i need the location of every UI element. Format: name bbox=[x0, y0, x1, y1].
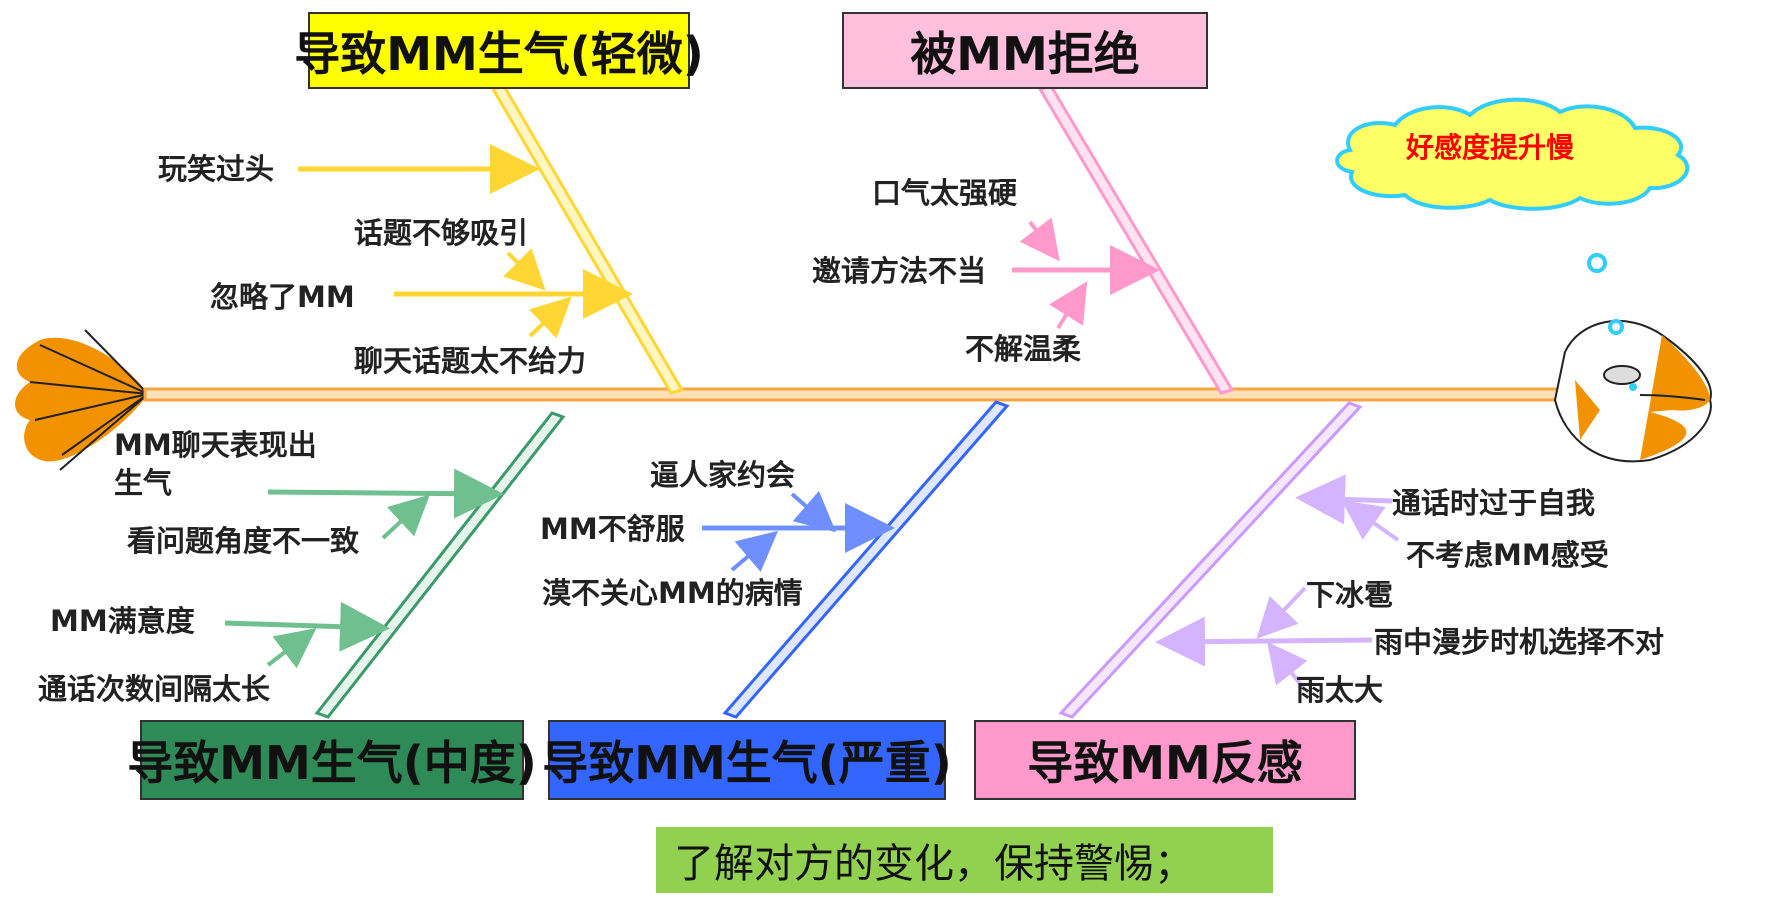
bubble bbox=[1608, 319, 1624, 335]
category-moderate-label: 导致MM生气(中度) bbox=[127, 736, 537, 790]
cause-label: 雨太大 bbox=[1296, 673, 1384, 707]
cause-label: MM不舒服 bbox=[540, 512, 685, 546]
arrow-mild-2 bbox=[503, 248, 546, 291]
bone-disgust bbox=[1058, 401, 1363, 719]
fish-tail bbox=[15, 329, 149, 471]
arrow-moderate-4 bbox=[266, 628, 317, 669]
cause-label: 生气 bbox=[114, 466, 173, 500]
spine bbox=[143, 387, 1567, 402]
cause-label: 不解温柔 bbox=[965, 332, 1082, 366]
fish-head bbox=[1553, 320, 1712, 463]
cause-label: 口气太强硬 bbox=[872, 176, 1018, 210]
cause-label: 漠不关心MM的病情 bbox=[542, 576, 803, 610]
cause-label: 邀请方法不当 bbox=[812, 254, 987, 288]
category-rejected-label: 被MM拒绝 bbox=[910, 26, 1140, 81]
bone-moderate bbox=[314, 411, 566, 719]
thought-cloud bbox=[1335, 97, 1690, 211]
arrow-rejected-1 bbox=[1019, 217, 1060, 262]
cause-label: 玩笑过头 bbox=[158, 152, 275, 186]
arrow-mild-4 bbox=[528, 296, 572, 339]
arrow-severe-1 bbox=[790, 490, 837, 533]
arrow-disgust-2 bbox=[1341, 500, 1400, 542]
cause-label: 聊天话题太不给力 bbox=[354, 344, 587, 378]
note-text: 了解对方的变化，保持警惕； bbox=[674, 841, 1194, 887]
cause-label: 通话次数间隔太长 bbox=[38, 672, 271, 706]
category-rejected: 被MM拒绝 bbox=[842, 12, 1208, 89]
cause-label: 下冰雹 bbox=[1306, 578, 1394, 612]
effect-label: 好感度提升慢 bbox=[1405, 131, 1574, 164]
category-mild-label: 导致MM生气(轻微) bbox=[294, 26, 704, 81]
cause-label: 雨中漫步时机选择不对 bbox=[1374, 625, 1665, 659]
arrow-disgust-5 bbox=[1267, 641, 1308, 692]
cause-label: 不考虑MM感受 bbox=[1406, 538, 1609, 572]
bubble bbox=[1587, 253, 1607, 273]
cause-label: 看问题角度不一致 bbox=[127, 524, 360, 558]
cause-label: 通话时过于自我 bbox=[1392, 486, 1596, 520]
category-moderate: 导致MM生气(中度) bbox=[127, 720, 537, 800]
category-disgust-label: 导致MM反感 bbox=[1027, 736, 1303, 790]
arrow-moderate-1 bbox=[267, 468, 504, 519]
category-disgust: 导致MM反感 bbox=[974, 720, 1356, 800]
arrow-disgust-3 bbox=[1256, 586, 1307, 639]
cause-label: 逼人家约会 bbox=[650, 458, 796, 492]
cause-label: MM满意度 bbox=[50, 604, 195, 638]
bone-severe bbox=[722, 400, 1010, 719]
arrow-rejected-3 bbox=[1049, 281, 1088, 330]
note-box: 了解对方的变化，保持警惕； bbox=[656, 827, 1273, 893]
cause-label: MM聊天表现出 bbox=[114, 428, 317, 462]
arrow-severe-3 bbox=[730, 530, 779, 572]
cause-label: 忽略了MM bbox=[210, 280, 355, 314]
arrow-moderate-3 bbox=[224, 601, 390, 652]
cause-label: 话题不够吸引 bbox=[354, 216, 529, 250]
arrow-disgust-4 bbox=[1155, 616, 1373, 667]
category-mild: 导致MM生气(轻微) bbox=[294, 12, 704, 89]
arrow-moderate-2 bbox=[381, 494, 430, 540]
category-severe: 导致MM生气(严重) bbox=[542, 720, 952, 800]
category-severe-label: 导致MM生气(严重) bbox=[542, 736, 952, 790]
arrow-disgust-1 bbox=[1295, 474, 1393, 525]
